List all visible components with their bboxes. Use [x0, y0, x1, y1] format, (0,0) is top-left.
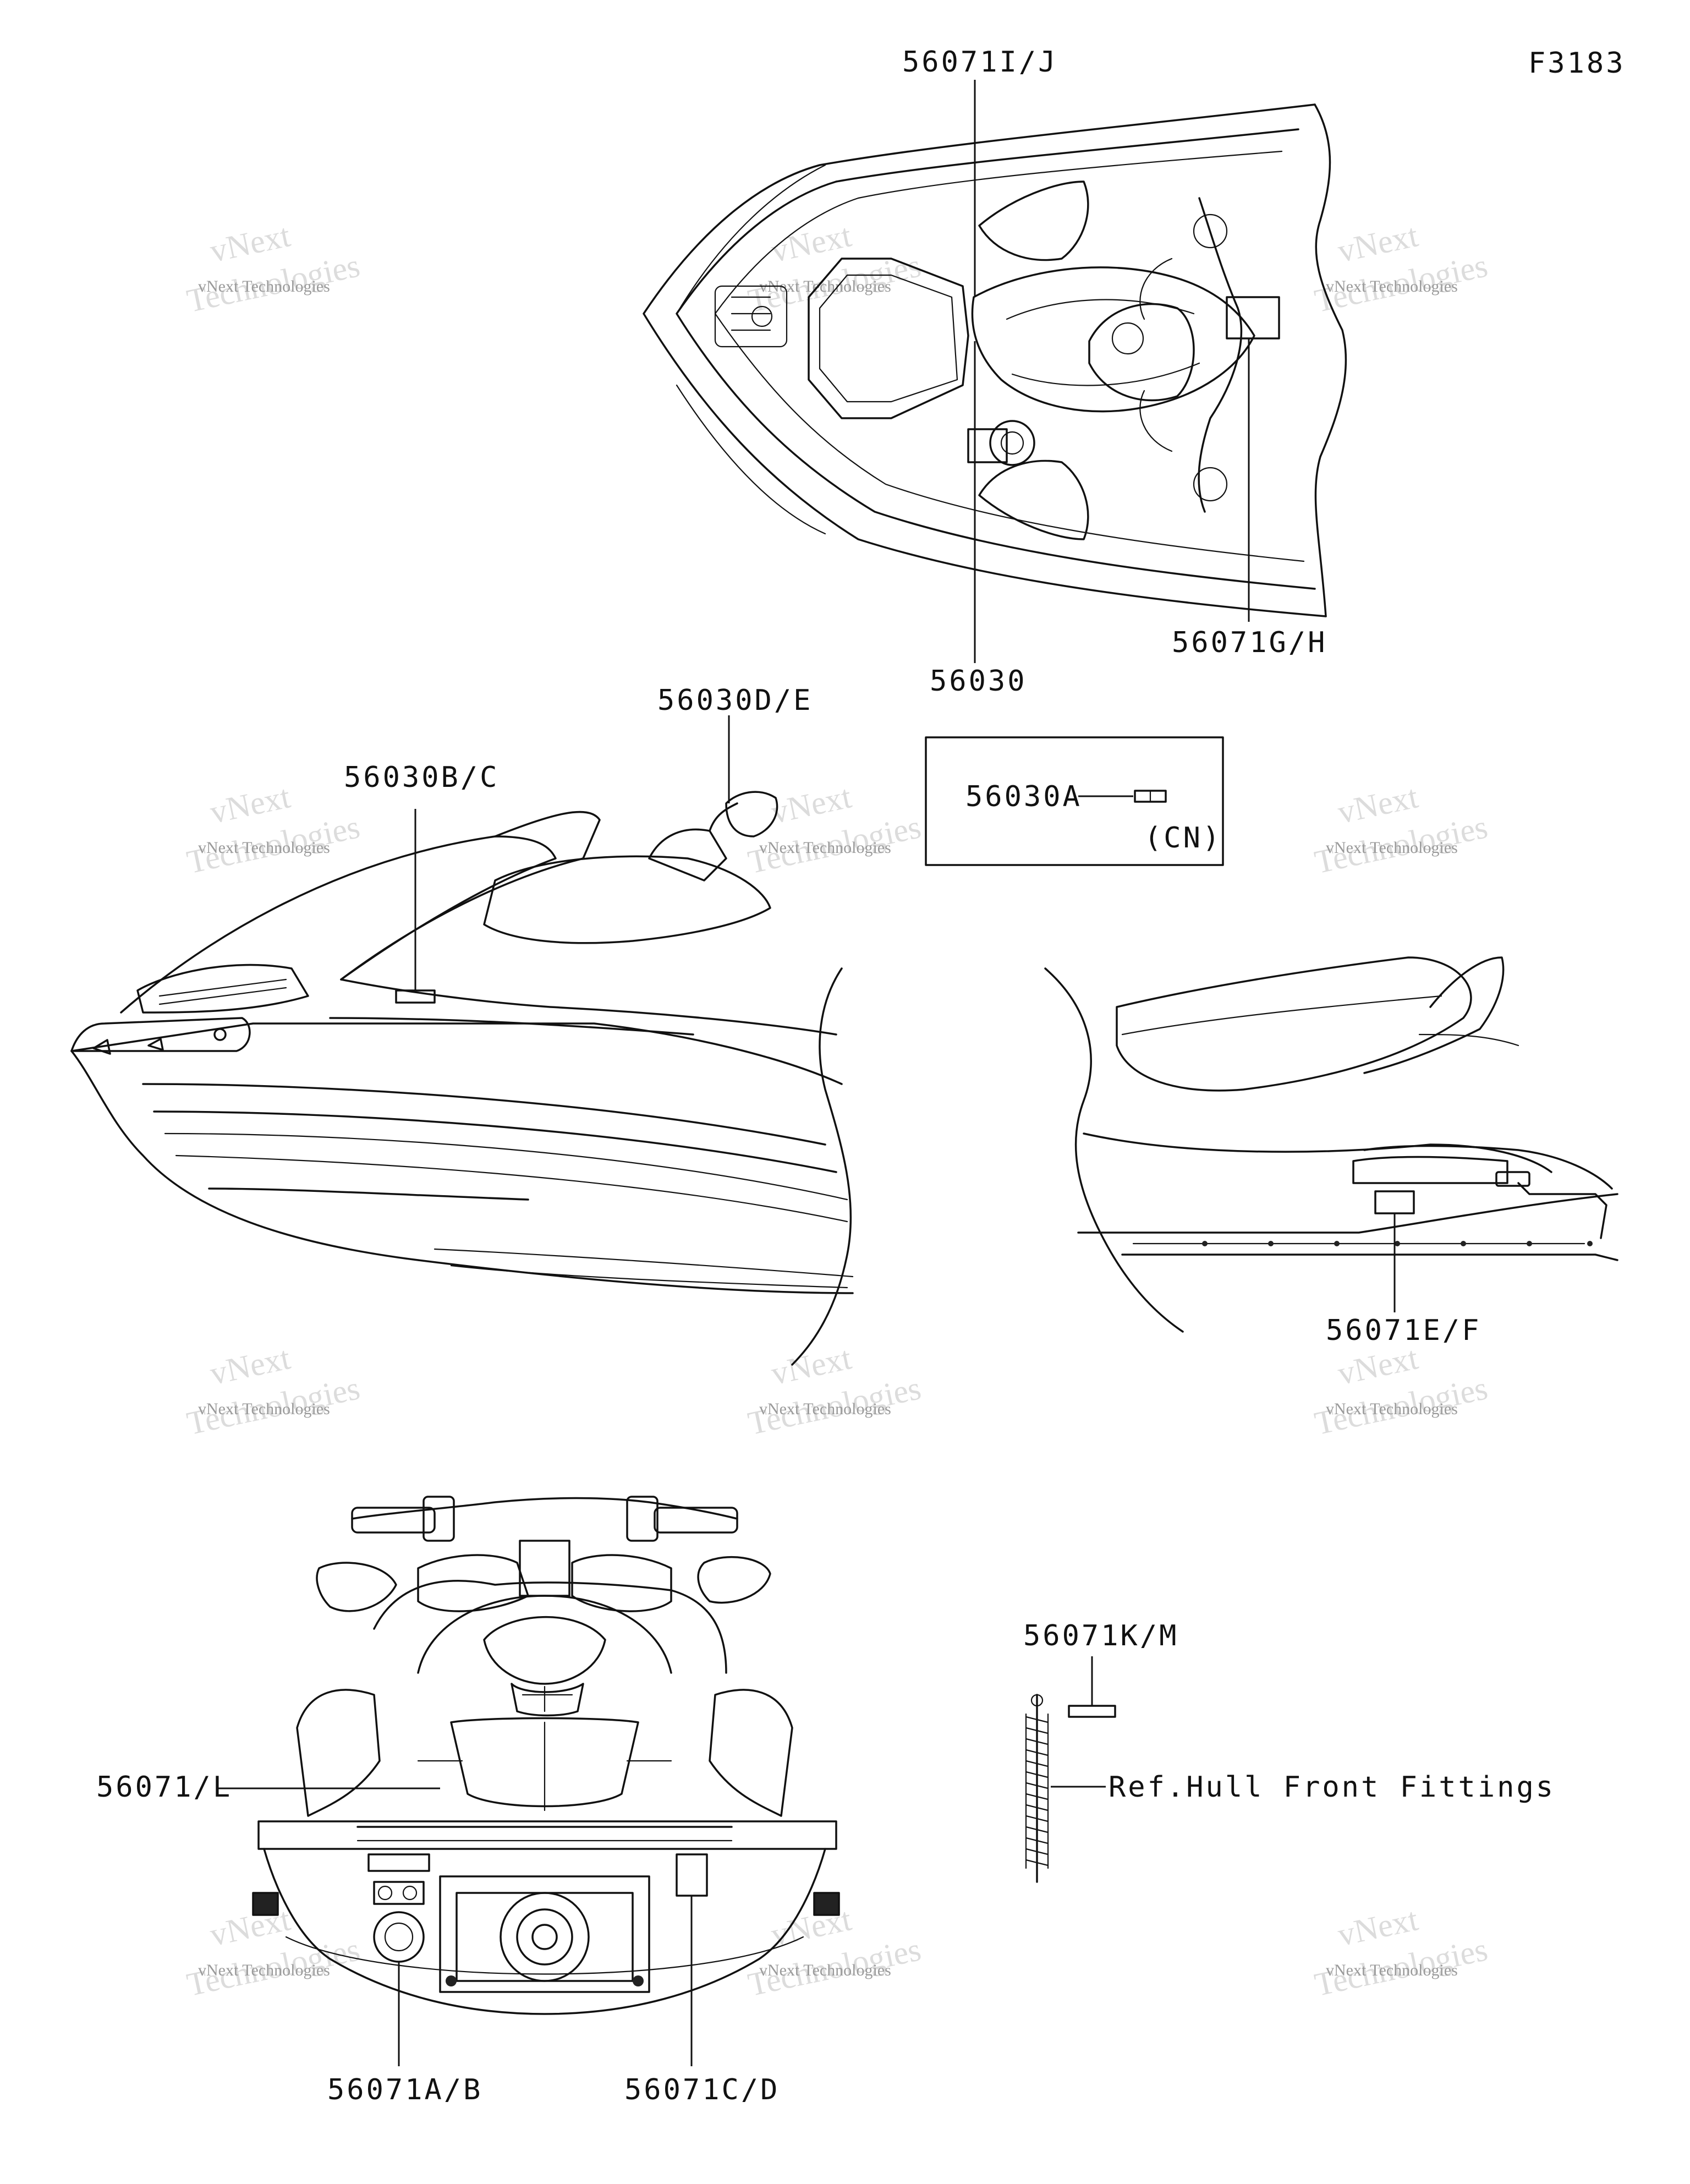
rear-handlebar: [351, 1497, 738, 1520]
svg-text:vNext Technologies: vNext Technologies: [1326, 1961, 1458, 1979]
svg-text:vNext: vNext: [207, 217, 293, 269]
watermark: Technologies vNext vNext Technologies: [745, 1339, 924, 1442]
svg-text:vNext Technologies: vNext Technologies: [198, 1400, 330, 1418]
top-cut-edge: [1314, 103, 1347, 617]
watermark: Technologies vNext vNext Technologies: [184, 778, 363, 880]
watermark: Technologies vNext vNext Technologies: [184, 1339, 363, 1442]
jet-nozzle: [500, 1892, 590, 1982]
rear-label-plate-cd: [676, 1853, 708, 1897]
rear-seat: [1116, 956, 1472, 1092]
rear-side-label-plate-ef: [1374, 1190, 1415, 1214]
watermark: Technologies vNext vNext Technologies: [1312, 1901, 1491, 2003]
svg-text:vNext: vNext: [768, 1339, 854, 1392]
top-hull-outline: [643, 103, 1327, 617]
rear-view: 56071/L 56071A/B 56071C/D: [96, 1496, 840, 2106]
inset-region-label: (CN): [1144, 822, 1222, 855]
label-56071l: 56071/L: [96, 1771, 232, 1804]
svg-text:vNext Technologies: vNext Technologies: [1326, 1400, 1458, 1418]
svg-text:vNext: vNext: [768, 1901, 854, 1953]
svg-text:vNext Technologies: vNext Technologies: [759, 1961, 891, 1979]
svg-text:vNext: vNext: [207, 1339, 293, 1392]
svg-text:vNext: vNext: [207, 778, 293, 830]
label-56030de: 56030D/E: [657, 684, 813, 717]
svg-text:vNext: vNext: [1335, 778, 1421, 830]
side-cut-edge: [791, 967, 852, 1366]
inset-part-label: 56030A: [965, 780, 1082, 813]
watermark: Technologies vNext vNext Technologies: [745, 778, 924, 880]
rear-side-view: 56071E/F: [1044, 956, 1618, 1347]
label-56071ij: 56071I/J: [902, 46, 1057, 79]
side-hull-outline: [70, 1022, 843, 1085]
label-56071cd: 56071C/D: [624, 2073, 780, 2106]
svg-text:vNext Technologies: vNext Technologies: [1326, 839, 1458, 857]
label-56071km: 56071K/M: [1023, 1619, 1178, 1652]
svg-text:vNext: vNext: [768, 778, 854, 830]
svg-text:vNext Technologies: vNext Technologies: [198, 1961, 330, 1979]
watermark: Technologies vNext vNext Technologies: [1312, 778, 1491, 880]
label-56030: 56030: [930, 665, 1027, 698]
label-56071gh: 56071G/H: [1172, 626, 1327, 659]
label-56071ab: 56071A/B: [327, 2073, 482, 2106]
top-seat: [971, 266, 1255, 413]
top-handlebar: [1198, 197, 1243, 513]
side-deck: [120, 835, 557, 1014]
inset-cn: 56030A (CN): [925, 736, 1224, 866]
top-label-plate-56030: [967, 428, 1008, 463]
label-ref-hull-front-fittings: Ref.Hull Front Fittings: [1109, 1771, 1555, 1804]
side-view: 56030D/E 56030B/C: [70, 684, 854, 1366]
top-hull-rail: [676, 128, 1316, 590]
svg-text:vNext: vNext: [207, 1901, 293, 1953]
fittings-detail: 56071K/M Ref.Hull Front Fittings: [1023, 1619, 1555, 1883]
watermark-group: Technologies vNext vNext Technologies Te…: [184, 217, 1491, 2003]
svg-text:vNext Technologies: vNext Technologies: [759, 1400, 891, 1418]
svg-text:vNext: vNext: [1335, 1901, 1421, 1953]
hull-front-fitting: [1025, 1694, 1049, 1883]
svg-text:vNext Technologies: vNext Technologies: [1326, 277, 1458, 295]
svg-text:vNext Technologies: vNext Technologies: [198, 839, 330, 857]
inset-box: [925, 736, 1224, 866]
svg-text:vNext: vNext: [1335, 217, 1421, 269]
fuel-cap: [373, 1911, 425, 1963]
label-56071ef: 56071E/F: [1326, 1314, 1481, 1347]
rear-transom: [263, 1848, 826, 2015]
rear-platform: [257, 1820, 837, 1850]
figure-code: F3183: [1528, 47, 1626, 80]
svg-text:vNext Technologies: vNext Technologies: [198, 277, 330, 295]
label-56030bc: 56030B/C: [344, 761, 499, 794]
svg-text:vNext: vNext: [1335, 1339, 1421, 1392]
fittings-label-strip: [1068, 1705, 1116, 1718]
watermark: Technologies vNext vNext Technologies: [184, 217, 363, 319]
top-view: 56071I/J 56030 56071G/H: [643, 46, 1347, 698]
top-label-plate-gh: [1226, 296, 1280, 340]
svg-text:vNext Technologies: vNext Technologies: [759, 839, 891, 857]
